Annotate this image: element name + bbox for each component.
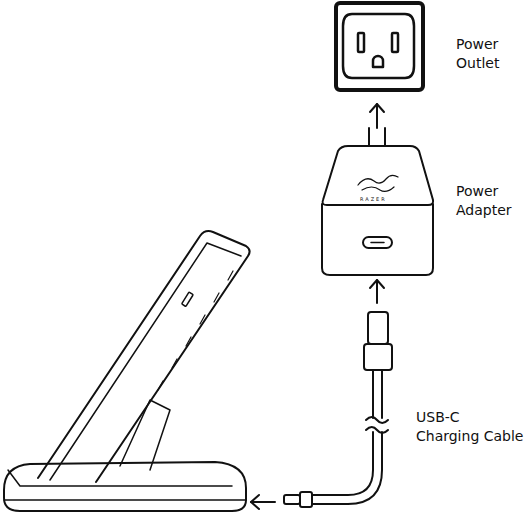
part-label: Power Outlet	[456, 35, 518, 73]
arrow	[370, 280, 384, 303]
usb-c-cable	[284, 312, 392, 507]
arrow	[370, 104, 384, 128]
power-outlet	[336, 3, 423, 90]
power-adapter	[322, 128, 433, 275]
part-label: Power Adapter	[456, 182, 522, 220]
arrow	[251, 495, 275, 509]
brand-text: RAZER	[360, 196, 420, 202]
wireless-charging-stand	[4, 231, 250, 511]
part-label: USB-C Charging Cable	[416, 408, 524, 446]
